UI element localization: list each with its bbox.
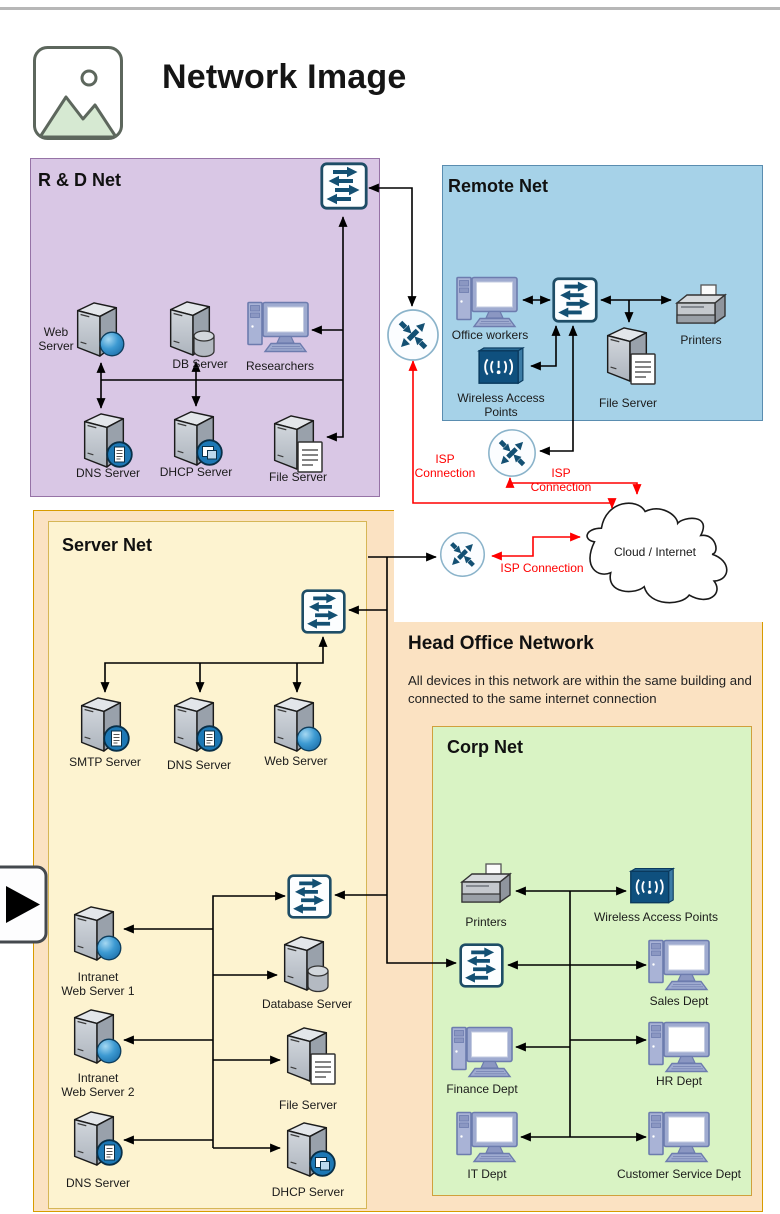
label-line: Intranet xyxy=(77,1071,119,1085)
corp-printers-label: Printers xyxy=(465,915,507,929)
isp-connection-label-3: ISP Connection xyxy=(500,561,584,575)
isp-connection-label-1: ISP Connection xyxy=(412,452,478,480)
label-line: Connection xyxy=(414,466,476,481)
server-net-region xyxy=(48,521,367,1209)
label-line: Web Server 1 xyxy=(61,984,135,999)
server-net-dns-label: DNS Server xyxy=(166,758,231,772)
smtp-server-label: SMTP Server xyxy=(69,755,141,769)
corp-net-title: Corp Net xyxy=(447,737,523,757)
top-divider xyxy=(0,7,780,10)
database-server-label: Database Server xyxy=(261,997,353,1011)
remote-printers-label: Printers xyxy=(680,333,722,347)
server-net-web-label: Web Server xyxy=(264,754,328,768)
rd-file-server-label: File Server xyxy=(268,470,327,484)
rd-net-region xyxy=(30,158,380,497)
label-line: ISP xyxy=(435,452,455,466)
finance-dept-label: Finance Dept xyxy=(446,1082,518,1096)
sales-dept-label: Sales Dept xyxy=(649,994,709,1008)
server-net-dns-2-label: DNS Server xyxy=(65,1176,130,1190)
remote-net-region xyxy=(442,165,763,421)
image-placeholder-icon xyxy=(33,46,123,140)
page-title: Network Image xyxy=(162,58,407,96)
head-office-title: Head Office Network xyxy=(408,633,594,654)
server-net-file-server-label: File Server xyxy=(278,1098,337,1112)
label-line: Intranet xyxy=(77,970,119,984)
isp-connection-label-2: ISP Connection xyxy=(528,466,594,494)
customer-service-dept-label: Customer Service Dept xyxy=(616,1167,742,1181)
intranet-web-server-2-label: Intranet Web Server 2 xyxy=(52,1071,144,1099)
remote-wap-label: Wireless Access Points xyxy=(447,391,555,419)
label-line: Points xyxy=(484,405,518,420)
rd-dns-server-label: DNS Server xyxy=(75,466,140,480)
label-line: Server xyxy=(38,339,74,354)
label-line: ISP xyxy=(551,466,571,480)
office-workers-label: Office workers xyxy=(451,328,529,342)
label-line: Connection xyxy=(530,480,592,495)
rd-remote-router-icon xyxy=(388,310,438,360)
label-line: Web xyxy=(43,325,69,339)
rd-dhcp-server-label: DHCP Server xyxy=(159,465,233,479)
corp-wap-label: Wireless Access Points xyxy=(593,910,719,924)
server-net-title: Server Net xyxy=(62,535,153,555)
remote-file-server-label: File Server xyxy=(598,396,657,410)
hr-dept-label: HR Dept xyxy=(655,1074,702,1088)
dhcp-server-label: DHCP Server xyxy=(271,1185,345,1199)
intranet-web-server-1-label: Intranet Web Server 1 xyxy=(52,970,144,998)
remote-net-title: Remote Net xyxy=(448,176,549,196)
label-line: Wireless Access xyxy=(457,391,545,405)
researchers-label: Researchers xyxy=(245,359,315,373)
cloud-internet-label: Cloud / Internet xyxy=(613,545,697,559)
corp-net-region xyxy=(432,726,752,1196)
head-office-description: All devices in this network are within t… xyxy=(408,673,752,706)
it-dept-label: IT Dept xyxy=(467,1167,507,1181)
label-line: Web Server 2 xyxy=(61,1085,135,1100)
rd-web-server-label: Web Server xyxy=(36,325,76,353)
rd-db-server-label: DB Server xyxy=(172,357,228,371)
rd-net-title: R & D Net xyxy=(38,170,122,190)
